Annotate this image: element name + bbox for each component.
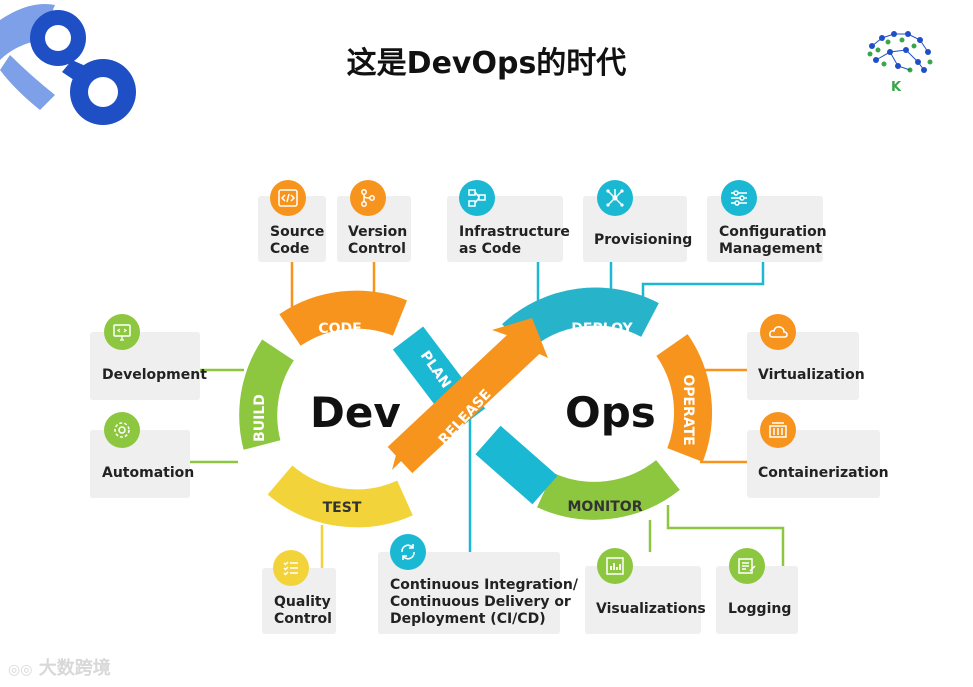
containerization-label: Containerization	[758, 465, 889, 481]
stage-operate-arc	[656, 334, 713, 462]
nodes-icon	[597, 180, 633, 216]
stage-monitor-arc	[537, 459, 680, 520]
virtualization-label: Virtualization	[758, 367, 865, 383]
quality-line1: Quality	[274, 594, 331, 610]
cicd-line1: Continuous Integration/	[390, 577, 579, 593]
version-control-line1: Version	[348, 224, 408, 240]
connector-logging	[666, 505, 785, 566]
checklist-icon	[273, 550, 309, 586]
stage-release-arrow	[392, 318, 548, 470]
stage-monitor-tail	[475, 425, 558, 505]
version-control-line2: Control	[348, 241, 406, 257]
stage-code-arc	[279, 290, 408, 347]
tool-automation	[90, 430, 190, 498]
infrastructure-line1: Infrastructure	[459, 224, 570, 240]
stage-monitor-label: MONITOR	[568, 499, 643, 515]
quality-line2: Control	[274, 611, 332, 627]
source-code-line2: Code	[270, 241, 310, 257]
dev-label: Dev	[310, 388, 401, 437]
stage-test-arc	[267, 465, 413, 528]
refresh-icon	[390, 534, 426, 570]
brain-logo-icon	[867, 31, 933, 73]
code-icon	[270, 180, 306, 216]
watermark-text: 大数跨境	[38, 658, 111, 679]
visualizations-label: Visualizations	[596, 601, 706, 617]
chart-icon	[597, 548, 633, 584]
provisioning-label: Provisioning	[594, 232, 693, 248]
sliders-icon	[721, 180, 757, 216]
automation-label: Automation	[102, 465, 195, 481]
ops-label: Ops	[565, 388, 656, 437]
stage-deploy-label: DEPLOY	[571, 321, 633, 337]
stage-build-label: BUILD	[252, 394, 268, 442]
monitor-icon	[104, 314, 140, 350]
watermark-logo-icon: ◎◎	[8, 662, 33, 678]
configuration-line1: Configuration	[719, 224, 827, 240]
cicd-line3: Deployment (CI/CD)	[390, 611, 546, 627]
log-icon	[729, 548, 765, 584]
source-code-line1: Source	[270, 224, 325, 240]
stage-test-label: TEST	[323, 500, 362, 516]
watermark: ◎◎ 大数跨境	[8, 654, 111, 680]
stage-code-label: CODE	[318, 321, 361, 337]
stage-operate-label: OPERATE	[680, 374, 696, 445]
container-icon	[760, 412, 796, 448]
stage-build-arc	[239, 339, 295, 450]
configuration-line2: Management	[719, 241, 823, 257]
gear-icon	[104, 412, 140, 448]
connector-configuration	[641, 262, 765, 312]
development-label: Development	[102, 367, 207, 383]
logo-letter: K	[891, 80, 902, 95]
brand-corner-graphic	[0, 4, 136, 125]
cicd-line2: Continuous Delivery or	[390, 594, 571, 610]
infrastructure-line2: as Code	[459, 241, 522, 257]
logging-label: Logging	[728, 601, 792, 617]
cloud-icon	[760, 314, 796, 350]
page-title: 这是DevOps的时代	[346, 46, 627, 81]
branch-icon	[350, 180, 386, 216]
network-icon	[459, 180, 495, 216]
